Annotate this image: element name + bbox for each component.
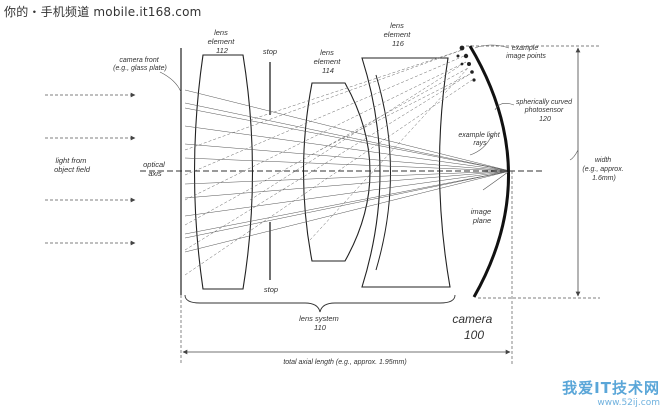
lens-system-brace	[184, 294, 456, 313]
lens-system-label: lens system 110	[299, 314, 341, 332]
total-axial-length-label: total axial length (e.g., approx. 1.95mm…	[283, 359, 406, 366]
camera-label: camera 100	[452, 312, 495, 342]
lens-element-116-inner	[375, 74, 391, 271]
lens-element-112-label: lens element 112	[208, 28, 237, 55]
width-label: width (e.g., approx. 1.6mm)	[582, 157, 625, 182]
lens-element-116-label: lens element 116	[384, 21, 413, 48]
watermark-corner: 我爱IT技术网 www.52ij.com	[562, 377, 660, 408]
image-plane-label: image plane	[471, 207, 494, 225]
stop-label-bottom: stop	[264, 285, 278, 294]
example-image-points	[456, 45, 476, 82]
light-from-object-field-label: light from object field	[54, 156, 91, 174]
photosensor-label: spherically curved photosensor 120	[516, 99, 574, 123]
spherically-curved-photosensor	[468, 45, 510, 298]
lens-element-114-label: lens element 114	[314, 48, 343, 75]
watermark-brand: 我爱IT技术网	[562, 379, 660, 397]
lens-element-112	[193, 54, 254, 290]
dimension-extension-lines	[180, 45, 600, 365]
camera-front-label: camera front (e.g., glass plate)	[113, 57, 167, 72]
watermark-url: www.52ij.com	[597, 398, 660, 408]
leader-lines	[159, 44, 579, 191]
optical-axis-label: optical axis	[143, 160, 167, 178]
lens-element-116	[361, 57, 451, 288]
light-rays-solid	[184, 89, 511, 253]
watermark-top-left: 你的・手机频道 mobile.it168.com	[4, 5, 202, 19]
stop-label-top: stop	[263, 47, 277, 56]
incoming-light-arrows	[45, 92, 136, 246]
lens-element-114	[302, 82, 371, 262]
example-image-points-label: example image points	[506, 45, 546, 60]
light-rays-dashed	[184, 49, 473, 276]
example-light-rays-label: example light rays	[458, 132, 501, 147]
